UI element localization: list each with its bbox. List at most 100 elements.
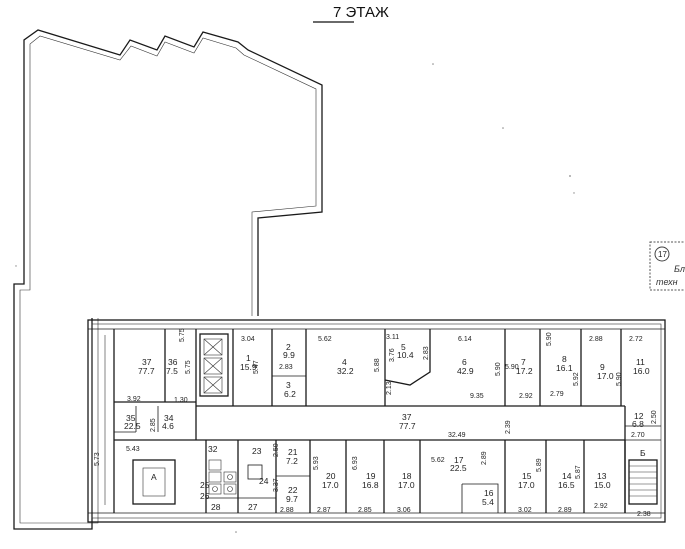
svg-text:2.79: 2.79	[550, 391, 564, 398]
svg-text:5.92: 5.92	[573, 372, 580, 386]
room-16-area: 5.4	[482, 497, 494, 507]
room-7-area: 17.2	[516, 366, 533, 376]
svg-text:5.87: 5.87	[575, 465, 582, 479]
building-inner-wall	[91, 323, 662, 519]
svg-text:5.88: 5.88	[374, 358, 381, 372]
inventory-stamp: 17 Бл техн	[649, 241, 685, 291]
scan-noise	[15, 63, 575, 533]
svg-text:3.37: 3.37	[273, 478, 280, 492]
svg-text:9.35: 9.35	[470, 393, 484, 400]
svg-text:2.87: 2.87	[317, 507, 331, 514]
room-5-area: 10.4	[397, 350, 414, 360]
room-36-area: 7.5	[166, 366, 178, 376]
dimension-labels: 3.04 2.83 5.47 5.62 5.88 3.11 3.76 2.83 …	[94, 328, 658, 518]
corridor-37-number: 37	[402, 412, 412, 422]
room-36-number: 36	[168, 357, 178, 367]
svg-text:1.30: 1.30	[174, 397, 188, 404]
room-1-area: 15.9	[240, 362, 257, 372]
room-18-area: 17.0	[398, 480, 415, 490]
svg-text:3.11: 3.11	[386, 334, 399, 341]
stair-a-label: А	[151, 472, 157, 482]
svg-text:5.90: 5.90	[505, 364, 519, 371]
svg-text:5.47: 5.47	[253, 360, 260, 374]
svg-text:3.04: 3.04	[241, 336, 255, 343]
window-marks	[120, 319, 656, 523]
stair-a	[132, 459, 176, 505]
svg-text:6.14: 6.14	[458, 336, 472, 343]
svg-text:2.83: 2.83	[279, 364, 293, 371]
room-5-number: 5	[401, 342, 406, 352]
corridor-37-area: 77.7	[399, 421, 416, 431]
room-4-area: 32.2	[337, 366, 354, 376]
room-3-area: 6.2	[284, 389, 296, 399]
room-15-number: 15	[522, 471, 532, 481]
room-22-number: 22	[288, 485, 298, 495]
upper-wing-outline	[13, 29, 323, 530]
room-17-area: 22.5	[450, 463, 467, 473]
svg-text:2.70: 2.70	[631, 432, 645, 439]
room-27-number: 27	[248, 502, 258, 512]
room-25-number: 25	[200, 480, 210, 490]
svg-text:2.85: 2.85	[150, 418, 157, 432]
room-21-area: 7.2	[286, 456, 298, 466]
svg-text:17: 17	[658, 250, 667, 259]
svg-text:2.50: 2.50	[273, 443, 280, 457]
svg-text:5.43: 5.43	[126, 446, 140, 453]
room-35-number: 37	[142, 357, 152, 367]
room-labels: 37 77.7 36 7.5 35 22.5 34 4.6 1 15.9 2 9…	[124, 342, 650, 512]
svg-text:техн: техн	[656, 277, 678, 287]
room-6-area: 42.9	[457, 366, 474, 376]
toilet-block	[208, 459, 263, 495]
svg-text:2.92: 2.92	[594, 503, 608, 510]
floor-title: 7 ЭТАЖ	[333, 4, 389, 21]
svg-text:32.49: 32.49	[448, 432, 466, 439]
room-16-number: 16	[484, 488, 494, 498]
room-35-area: 77.7	[138, 366, 155, 376]
room-14-number: 14	[562, 471, 572, 481]
svg-text:Бл: Бл	[674, 264, 685, 274]
upper-wing-inner	[19, 35, 317, 524]
svg-text:5.90: 5.90	[495, 362, 502, 376]
room-19-area: 16.8	[362, 480, 379, 490]
svg-text:2.38: 2.38	[637, 511, 651, 518]
room-11-number: 11	[636, 357, 645, 367]
elevator-shaft	[199, 333, 229, 397]
room-7-number: 7	[521, 357, 526, 367]
room-17-number: 17	[454, 455, 464, 465]
svg-text:2.92: 2.92	[519, 393, 533, 400]
room-19-number: 19	[366, 471, 376, 481]
svg-text:5.62: 5.62	[431, 457, 445, 464]
room-13-area: 15.0	[594, 480, 611, 490]
room-34-number: 35	[126, 413, 136, 423]
room-9-number: 9	[600, 362, 605, 372]
room-28-number: 28	[211, 502, 221, 512]
room-33-area: 4.6	[162, 421, 174, 431]
room-32-number: 32	[208, 444, 218, 454]
room-34-area: 22.5	[124, 421, 141, 431]
room-13-number: 13	[597, 471, 607, 481]
svg-text:5.90: 5.90	[616, 372, 623, 386]
svg-text:2.89: 2.89	[481, 451, 488, 465]
svg-text:3.06: 3.06	[397, 507, 411, 514]
svg-text:2.83: 2.83	[423, 346, 430, 360]
room-8-area: 16.1	[556, 363, 573, 373]
stair-b-label: Б	[640, 448, 646, 458]
svg-text:5.73: 5.73	[94, 452, 101, 466]
svg-text:5.93: 5.93	[313, 456, 320, 470]
room-3-number: 3	[286, 380, 291, 390]
room-23-number: 23	[252, 446, 262, 456]
room-8-number: 8	[562, 354, 567, 364]
svg-text:2.50: 2.50	[651, 410, 658, 424]
room-12-number: 12	[634, 411, 644, 421]
room-18-number: 18	[402, 471, 412, 481]
room-21-number: 21	[288, 447, 298, 457]
stair-a-well	[142, 467, 166, 497]
svg-text:6.93: 6.93	[352, 456, 359, 470]
svg-text:5.89: 5.89	[536, 458, 543, 472]
room-33-number: 34	[164, 413, 174, 423]
svg-text:2.72: 2.72	[629, 336, 643, 343]
room-1-number: 1	[246, 353, 251, 363]
svg-text:2.88: 2.88	[589, 336, 603, 343]
svg-text:5.90: 5.90	[546, 332, 553, 346]
